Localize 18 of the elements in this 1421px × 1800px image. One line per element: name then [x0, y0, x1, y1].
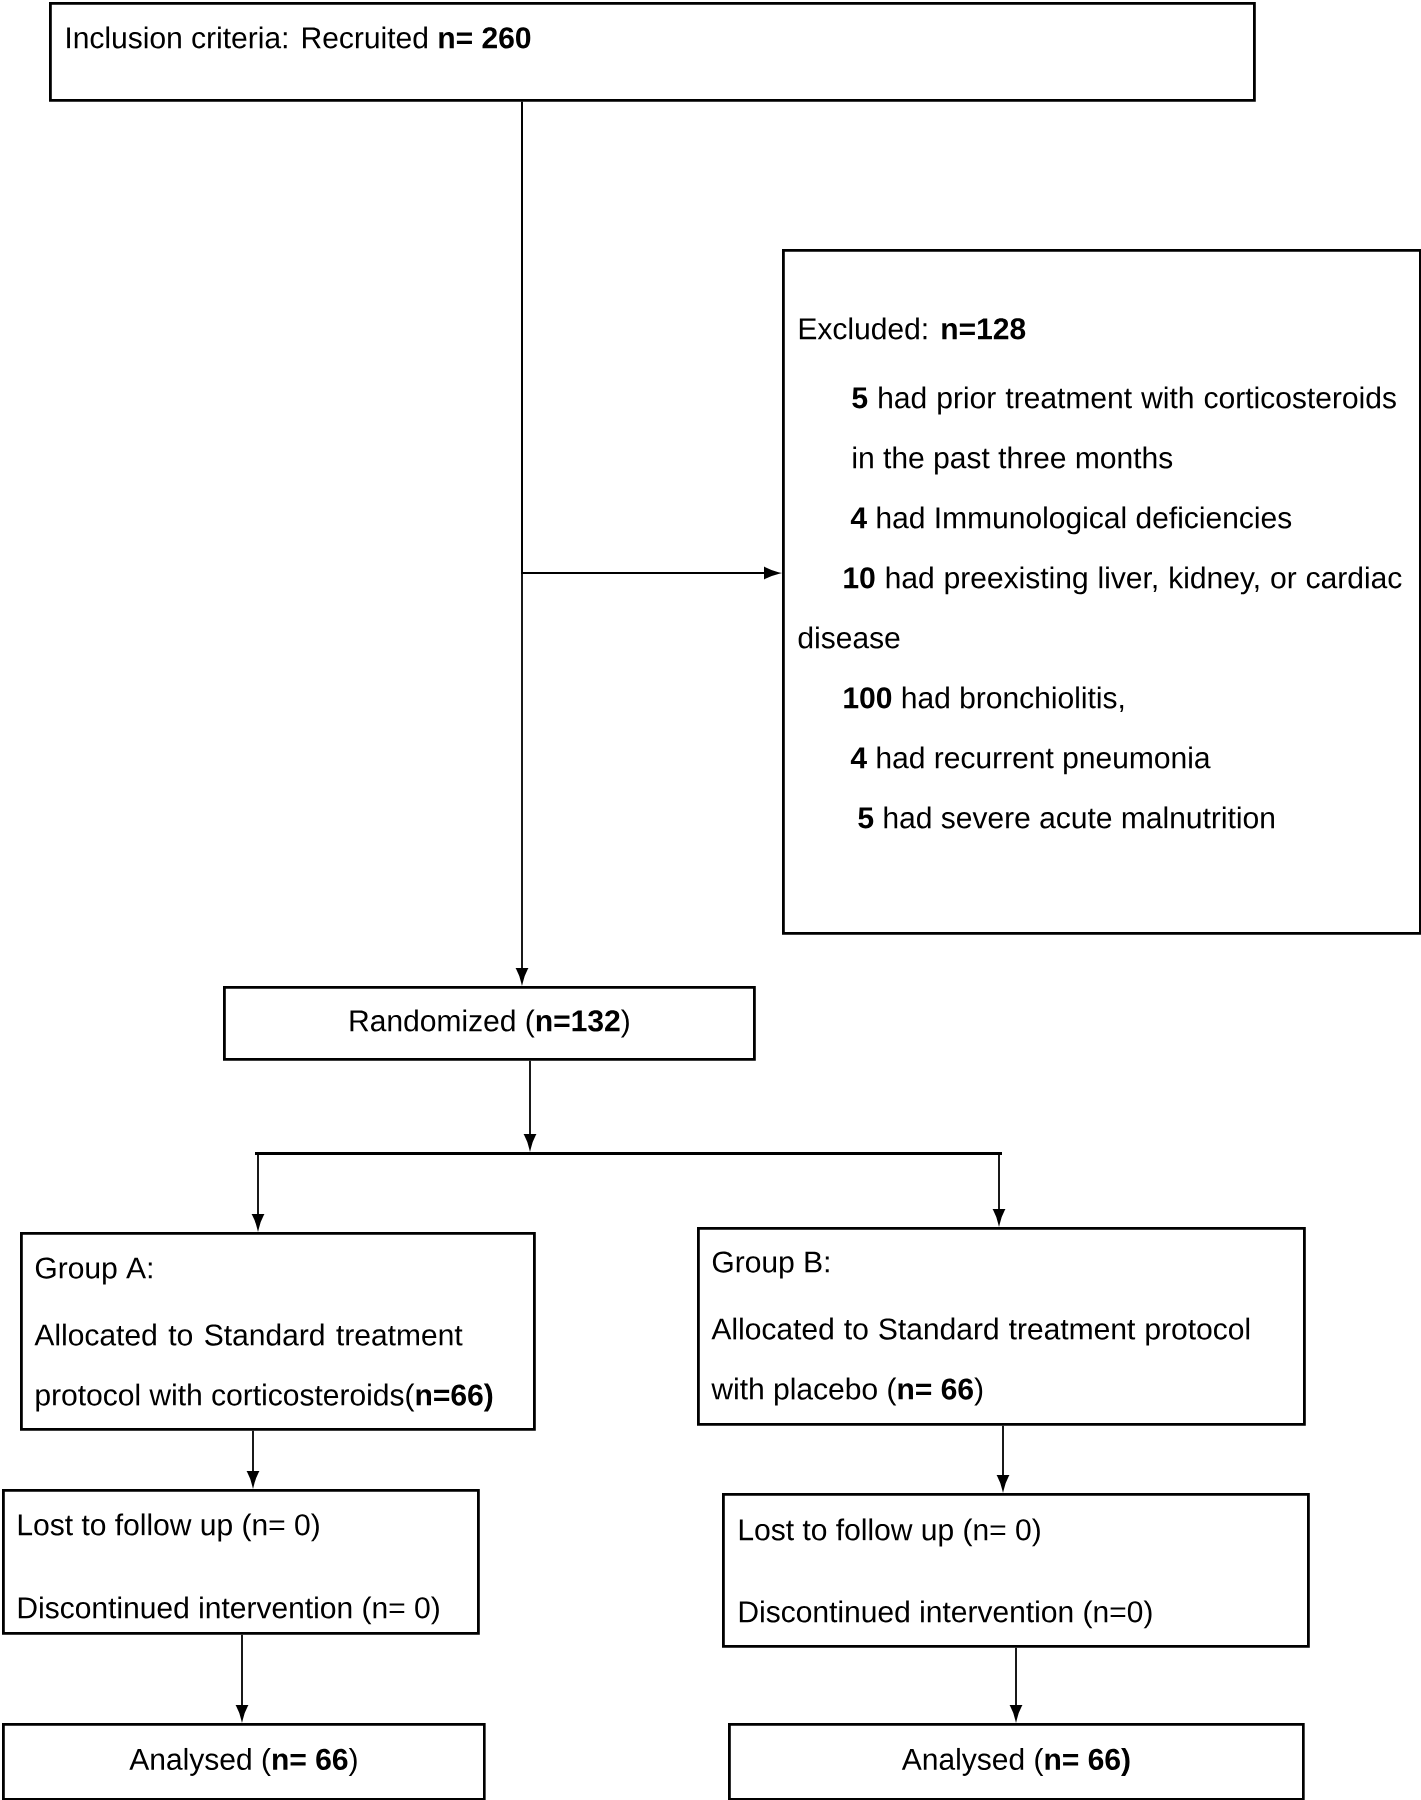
allocation-box: Group B: Allocated to Standard treatment protocol with placebo (n= 66): [697, 1227, 1306, 1426]
arrow: [236, 1633, 248, 1721]
arrow: [521, 100, 780, 579]
randomization-box: Randomized (n=132): [223, 986, 756, 1061]
branch-line: [255, 1152, 1002, 1155]
follow-up-box: Lost to follow up (n= 0) Discontinued intervention (n=0): [722, 1493, 1310, 1648]
exclusion-box: Excluded: n=128 5 had prior treatment with corticosteroids in the past three months 4 had Immunological deficiencies 10 had preexisting liver, kidney, or cardiac disease 100 had bronchiolitis, 4 had recurrent pneumonia 5 had severe acute malnutrition: [782, 249, 1421, 935]
arrow: [524, 1059, 536, 1150]
arrow: [993, 1154, 1005, 1225]
analysis-box: Analysed (n= 66): [728, 1723, 1305, 1800]
enrollment-box: Inclusion criteria: Recruited n= 260: [49, 2, 1256, 102]
arrow: [252, 1154, 264, 1230]
allocation-box: Group A: Allocated to Standard treatment protocol with corticosteroids(n=66): [20, 1232, 536, 1431]
arrow: [247, 1429, 259, 1487]
arrow: [1010, 1646, 1022, 1721]
follow-up-box: Lost to follow up (n= 0) Discontinued intervention (n= 0): [2, 1489, 480, 1635]
analysis-box: Analysed (n= 66): [2, 1723, 486, 1800]
arrow: [997, 1424, 1009, 1491]
